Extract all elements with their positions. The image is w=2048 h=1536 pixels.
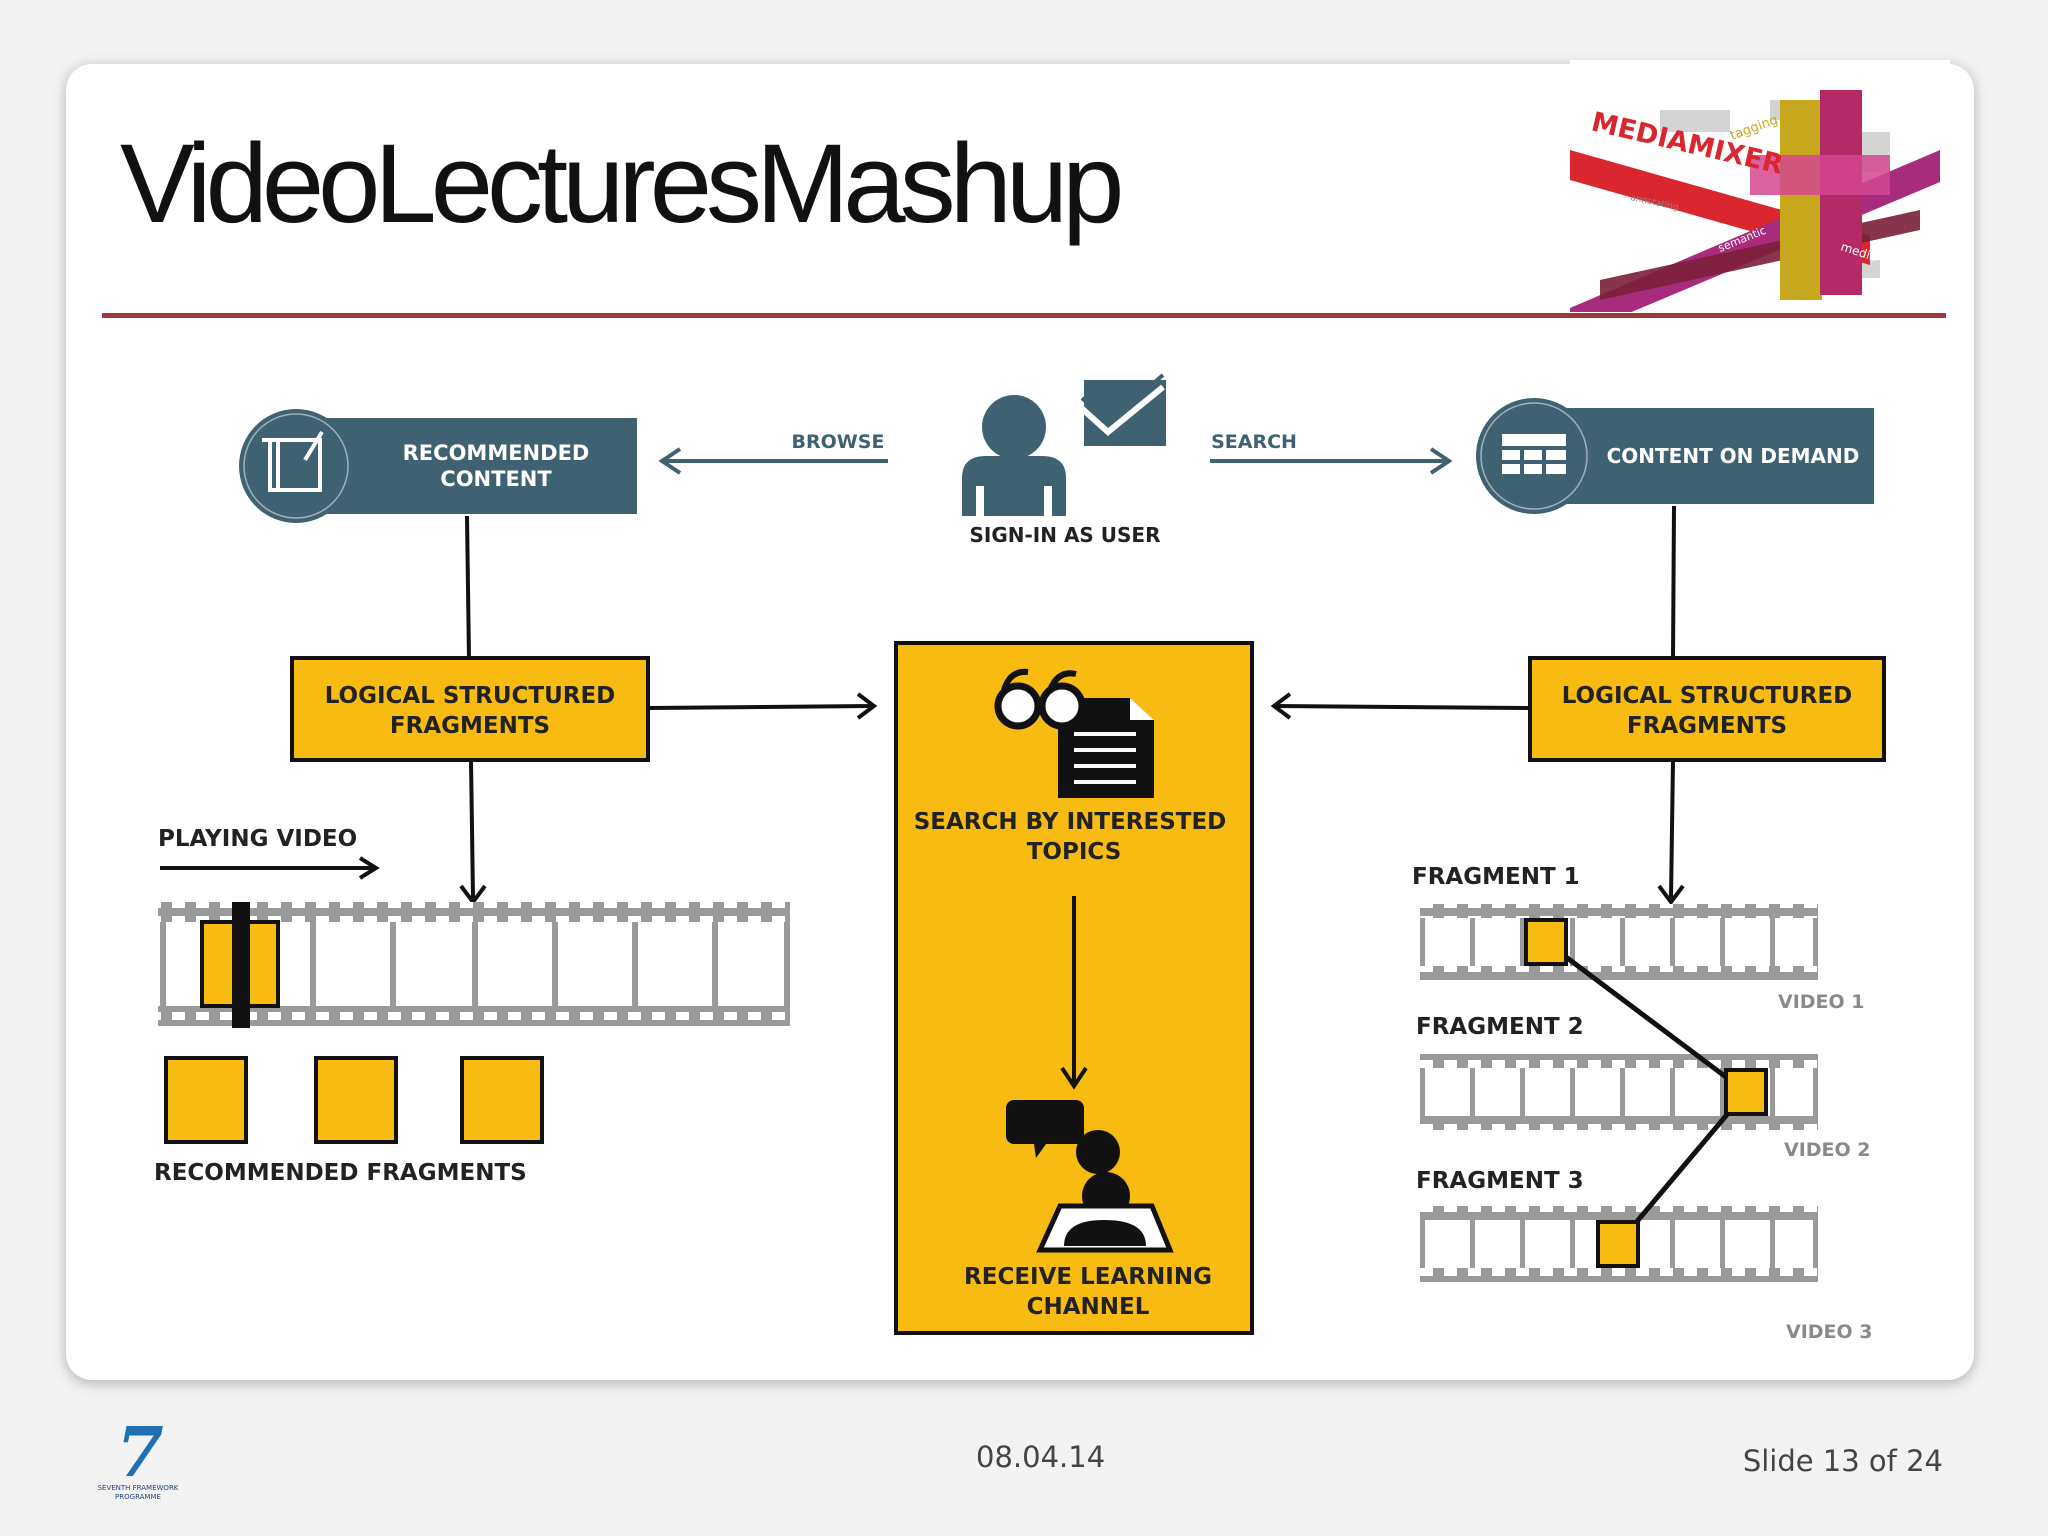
fp7-number: 7 (116, 1416, 163, 1493)
recommended-content-line2: CONTENT (440, 467, 552, 491)
recommended-content-box: RECOMMENDED CONTENT (239, 409, 637, 523)
search-label: SEARCH (1211, 431, 1297, 453)
recommended-content-line1: RECOMMENDED (403, 441, 590, 465)
user-icon (962, 395, 1066, 516)
content-on-demand-label: CONTENT ON DEMAND (1607, 444, 1860, 468)
slide-title: VideoLecturesMashup (120, 121, 1124, 246)
title-rule (102, 313, 1946, 318)
logical-fragments-right: LOGICAL STRUCTURED FRAGMENTS (1528, 656, 1886, 762)
video-1-filmstrip (1420, 904, 1818, 980)
fragment-3-label: FRAGMENT 3 (1416, 1168, 1584, 1194)
video-2-filmstrip (1420, 1054, 1818, 1130)
edit-board-icon (262, 430, 324, 492)
recommended-fragment-1 (164, 1056, 248, 1144)
video-1-label: VIDEO 1 (1778, 991, 1865, 1013)
content-on-demand-box: CONTENT ON DEMAND (1476, 398, 1874, 514)
sign-in-label: SIGN-IN AS USER (970, 523, 1161, 547)
mediamixer-logo: MEDIAMIXER tagging annotating semantic m… (1570, 60, 1950, 312)
browse-arrow: BROWSE (658, 431, 888, 475)
search-arrow: SEARCH (1210, 431, 1453, 475)
video-3-filmstrip (1420, 1206, 1818, 1282)
fragment-marker-3 (1596, 1220, 1640, 1268)
footer-date: 08.04.14 (976, 1440, 1106, 1474)
receive-channel-line1: RECEIVE LEARNING (964, 1264, 1212, 1290)
logical-fragments-left: LOGICAL STRUCTURED FRAGMENTS (290, 656, 650, 762)
logical-left-line1: LOGICAL STRUCTURED (325, 683, 616, 709)
search-topics-line1: SEARCH BY INTERESTED (914, 809, 1227, 835)
fp7-line2: PROGRAMME (115, 1493, 161, 1501)
fragment-marker-2 (1724, 1068, 1768, 1116)
recommended-fragment-2 (314, 1056, 398, 1144)
slide-counter: Slide 13 of 24 (1742, 1444, 1943, 1478)
video-3-label: VIDEO 3 (1786, 1321, 1873, 1343)
logical-left-line2: FRAGMENTS (390, 713, 550, 739)
logical-right-line2: FRAGMENTS (1627, 713, 1787, 739)
fp7-logo: 7 SEVENTH FRAMEWORK PROGRAMME (98, 1416, 179, 1501)
recommended-fragment-3 (460, 1056, 544, 1144)
fragment-marker-1 (1524, 918, 1568, 966)
receive-channel-line2: CHANNEL (1027, 1294, 1150, 1320)
search-topics-panel: SEARCH BY INTERESTED TOPICS RECEIVE LEAR… (894, 641, 1254, 1335)
search-topics-line2: TOPICS (1027, 839, 1122, 865)
video-2-label: VIDEO 2 (1784, 1139, 1871, 1161)
playing-video-label: PLAYING VIDEO (158, 826, 357, 852)
checkbox-icon (1075, 373, 1166, 446)
fragment-2-label: FRAGMENT 2 (1416, 1014, 1584, 1040)
playing-video-filmstrip (158, 902, 790, 1028)
table-grid-icon (1502, 434, 1566, 474)
glasses-document-icon (994, 668, 1154, 798)
logical-right-line1: LOGICAL STRUCTURED (1562, 683, 1853, 709)
fragment-1-label: FRAGMENT 1 (1412, 864, 1580, 890)
browse-label: BROWSE (792, 431, 885, 453)
recommended-fragments-label: RECOMMENDED FRAGMENTS (154, 1160, 527, 1186)
fp7-line1: SEVENTH FRAMEWORK (98, 1484, 179, 1492)
learning-group-icon (1006, 1100, 1174, 1253)
